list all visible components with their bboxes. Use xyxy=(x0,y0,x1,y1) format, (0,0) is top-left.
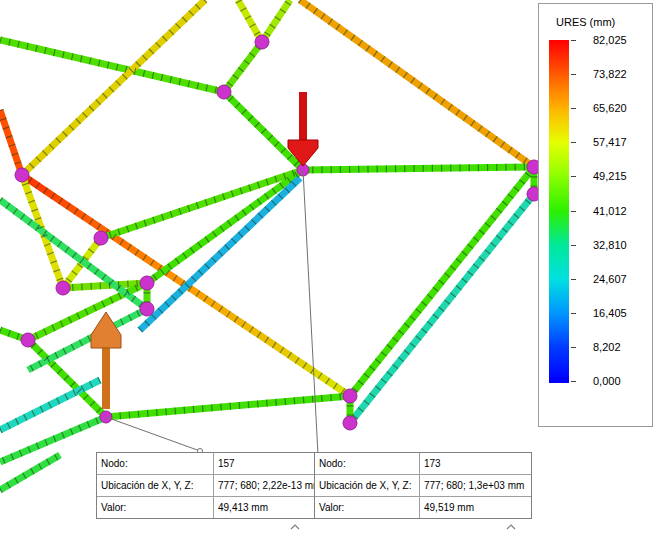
legend-value: 65,620 xyxy=(593,102,627,114)
legend-tick xyxy=(571,108,576,109)
legend-value: 24,607 xyxy=(593,273,627,285)
legend-tick xyxy=(571,279,576,280)
table-row: Nodo:173 xyxy=(315,453,531,474)
element-mark xyxy=(350,194,534,423)
field-value: 49,413 mm xyxy=(214,497,328,518)
table-row: Ubicación de X, Y, Z:777; 680; 2,22e-13 … xyxy=(97,474,328,496)
element-mark xyxy=(0,200,147,309)
color-band xyxy=(549,74,569,109)
legend-tick xyxy=(571,176,576,177)
legend-value: 0,000 xyxy=(593,375,621,387)
element-mark xyxy=(28,309,147,370)
color-band xyxy=(549,313,569,348)
probe-table: Nodo:157Ubicación de X, Y, Z:777; 680; 2… xyxy=(96,452,329,519)
field-name: Nodo: xyxy=(97,453,214,474)
field-value: 173 xyxy=(420,453,531,474)
element-mark xyxy=(0,40,224,92)
element-mark xyxy=(106,396,350,417)
element-mark xyxy=(303,167,534,170)
leader-lines xyxy=(106,170,321,458)
element-mark xyxy=(22,0,205,175)
legend-tick xyxy=(571,142,576,143)
element-mark xyxy=(0,417,106,462)
element-mark xyxy=(224,42,262,92)
field-value: 157 xyxy=(214,453,328,474)
element-mark xyxy=(262,0,290,42)
element-mark xyxy=(22,175,63,288)
field-value: 777; 680; 1,3e+03 mm xyxy=(420,475,531,496)
element-mark xyxy=(101,170,303,238)
beam-members xyxy=(0,0,534,490)
legend-value: 82,025 xyxy=(593,34,627,46)
field-value: 777; 680; 2,22e-13 mm xyxy=(214,475,328,496)
reaction-arrow xyxy=(91,312,121,409)
element-mark xyxy=(28,283,147,340)
legend-tick xyxy=(571,74,576,75)
legend-tick xyxy=(571,245,576,246)
color-band xyxy=(549,108,569,143)
expand-chevron xyxy=(291,525,515,529)
field-name: Valor: xyxy=(97,497,214,518)
legend-value: 41,012 xyxy=(593,205,627,217)
table-row: Valor:49,519 mm xyxy=(315,496,531,518)
table-row: Ubicación de X, Y, Z:777; 680; 1,3e+03 m… xyxy=(315,474,531,496)
field-name: Nodo: xyxy=(315,453,420,474)
element-mark xyxy=(0,110,22,175)
color-legend: URES (mm) 82,025 73,822 65,620 57,417 49,215 4… xyxy=(538,3,653,427)
element-mark xyxy=(224,92,303,170)
legend-tick xyxy=(571,381,576,382)
legend-value: 49,215 xyxy=(593,170,627,182)
field-value: 49,519 mm xyxy=(420,497,531,518)
legend-tick xyxy=(571,40,576,41)
color-band xyxy=(549,142,569,177)
field-name: Ubicación de X, Y, Z: xyxy=(315,475,420,496)
legend-value: 32,810 xyxy=(593,239,627,251)
legend-tick xyxy=(571,313,576,314)
element-mark xyxy=(0,380,100,430)
color-band xyxy=(549,211,569,246)
legend-value: 16,405 xyxy=(593,307,627,319)
load-arrow xyxy=(288,92,318,166)
element-mark xyxy=(0,455,60,490)
color-band xyxy=(549,245,569,280)
color-band xyxy=(549,176,569,211)
field-name: Ubicación de X, Y, Z: xyxy=(97,475,214,496)
legend-tick xyxy=(571,347,576,348)
element-mark xyxy=(300,0,534,167)
element-mark xyxy=(28,340,106,417)
element-mark xyxy=(140,178,300,330)
color-band xyxy=(549,377,569,383)
field-name: Valor: xyxy=(315,497,420,518)
table-row: Nodo:157 xyxy=(97,453,328,474)
legend-value: 57,417 xyxy=(593,136,627,148)
color-band xyxy=(549,279,569,314)
joint-nodes xyxy=(15,35,541,430)
element-mark xyxy=(22,175,350,396)
color-band xyxy=(549,40,569,75)
element-mark xyxy=(63,283,147,288)
legend-tick xyxy=(571,211,576,212)
element-mark xyxy=(63,238,101,288)
probe-table: Nodo:173Ubicación de X, Y, Z:777; 680; 1… xyxy=(314,452,532,519)
legend-title: URES (mm) xyxy=(556,16,615,28)
legend-value: 8,202 xyxy=(593,341,621,353)
legend-value: 73,822 xyxy=(593,68,627,80)
table-row: Valor:49,413 mm xyxy=(97,496,328,518)
element-mark xyxy=(350,167,534,396)
element-mark xyxy=(147,170,303,283)
element-divisions xyxy=(0,0,534,490)
